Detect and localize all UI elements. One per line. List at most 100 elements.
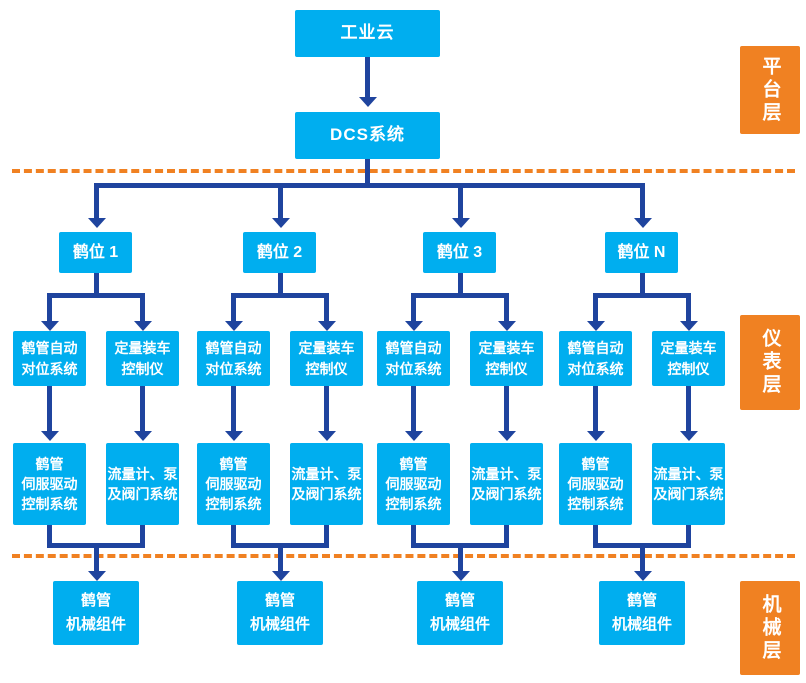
node-label-line: 对位系统 <box>567 360 624 377</box>
node-servo-drive-control-system: 鹤管 伺服驱动 控制系统 <box>197 443 270 525</box>
arrow-down-icon <box>324 293 329 321</box>
node-label-line: 鹤管 <box>80 592 111 609</box>
node-label-line: 伺服驱动 <box>21 475 78 492</box>
node-label-line: 鹤管 <box>444 592 475 609</box>
node-label-line: 伺服驱动 <box>205 475 262 492</box>
node-label-line: 鹤管 <box>35 455 64 472</box>
node-label-line: 鹤管 <box>581 455 610 472</box>
node-label-line: 鹤管 <box>219 455 248 472</box>
arrow-down-icon <box>231 386 236 431</box>
node-label-line: 控制仪 <box>305 360 348 377</box>
connector-line <box>47 543 145 548</box>
arrow-down-icon <box>458 548 463 571</box>
node-label-line: 鹤管自动 <box>385 340 442 357</box>
connector-line <box>504 525 509 548</box>
node-label-line: 鹤管 <box>399 455 428 472</box>
node-arm-alignment-system: 鹤管自动 对位系统 <box>559 331 632 386</box>
layer-label-platform: 平台层 <box>740 46 800 134</box>
layer-label-mechanical: 机械层 <box>740 581 800 675</box>
node-quantitative-loading-controller: 定量装车 控制仪 <box>106 331 179 386</box>
connector-line <box>47 525 52 548</box>
connector-line <box>593 525 598 548</box>
node-crane-position-n: 鹤位 N <box>605 232 678 273</box>
node-crane-position-1: 鹤位 1 <box>59 232 132 273</box>
node-label-line: 定量装车 <box>478 340 535 357</box>
arrow-down-icon <box>231 293 236 321</box>
node-crane-position-2: 鹤位 2 <box>243 232 316 273</box>
connector-line <box>324 525 329 548</box>
node-label-line: 机械组件 <box>65 616 126 633</box>
arrow-down-icon <box>686 386 691 431</box>
arrow-down-icon <box>140 293 145 321</box>
group-crane-position-1: 鹤位 1 鹤管自动 对位系统 定量装车 控制仪 鹤管 伺服驱动 控制系统 流量计… <box>0 232 192 645</box>
arrow-down-icon <box>140 386 145 431</box>
node-label-line: 控制系统 <box>21 496 78 513</box>
connector-line <box>411 525 416 548</box>
node-quantitative-loading-controller: 定量装车 控制仪 <box>470 331 543 386</box>
platform-layer-separator <box>12 169 795 173</box>
node-label-line: 流量计、泵 <box>107 465 178 482</box>
node-arm-alignment-system: 鹤管自动 对位系统 <box>197 331 270 386</box>
node-arm-mechanical-components: 鹤管 机械组件 <box>599 581 685 645</box>
node-label-line: 伺服驱动 <box>385 475 442 492</box>
node-label-line: 流量计、泵 <box>291 465 362 482</box>
node-industrial-cloud: 工业云 <box>295 10 440 57</box>
node-label-line: 机械组件 <box>249 616 310 633</box>
group-crane-position-2: 鹤位 2 鹤管自动 对位系统 定量装车 控制仪 鹤管 伺服驱动 控制系统 流量计… <box>184 232 376 645</box>
arrow-down-icon <box>593 386 598 431</box>
node-label-line: 鹤管自动 <box>21 340 78 357</box>
node-label-line: 控制系统 <box>567 496 624 513</box>
arrow-down-icon <box>640 548 645 571</box>
arrow-down-icon <box>686 293 691 321</box>
group-crane-position-n: 鹤位 N 鹤管自动 对位系统 定量装车 控制仪 鹤管 伺服驱动 控制系统 流量计… <box>546 232 738 645</box>
arrow-down-icon <box>47 386 52 431</box>
node-label-line: 及阀门系统 <box>471 486 542 502</box>
node-arm-mechanical-components: 鹤管 机械组件 <box>237 581 323 645</box>
instrument-layer-separator <box>12 554 795 558</box>
arrow-down-icon <box>324 386 329 431</box>
node-label-line: 伺服驱动 <box>567 475 624 492</box>
node-label-line: 及阀门系统 <box>107 486 178 502</box>
node-label-line: 定量装车 <box>114 340 171 357</box>
node-label-line: 控制系统 <box>385 496 442 513</box>
connector-line <box>593 293 691 298</box>
connector-line <box>140 525 145 548</box>
arrow-down-icon <box>365 57 370 97</box>
node-servo-drive-control-system: 鹤管 伺服驱动 控制系统 <box>559 443 632 525</box>
connector-line <box>365 159 370 185</box>
node-label-line: 控制仪 <box>121 360 164 377</box>
connector-line <box>278 273 283 295</box>
arrow-down-icon <box>278 548 283 571</box>
node-label-line: 对位系统 <box>21 360 78 377</box>
node-flow-pump-valve-system: 流量计、泵 及阀门系统 <box>290 443 363 525</box>
connector-line <box>94 183 645 188</box>
connector-line <box>94 273 99 295</box>
arrow-down-icon <box>278 183 283 218</box>
arrow-down-icon <box>504 386 509 431</box>
node-label-line: 定量装车 <box>660 340 717 357</box>
arrow-down-icon <box>593 293 598 321</box>
connector-line <box>411 293 509 298</box>
node-label-line: 控制系统 <box>205 496 262 513</box>
arrow-down-icon <box>458 183 463 218</box>
node-label-line: 对位系统 <box>205 360 262 377</box>
connector-line <box>231 525 236 548</box>
node-label-line: 定量装车 <box>298 340 355 357</box>
connector-line <box>411 543 509 548</box>
node-label-line: 对位系统 <box>385 360 442 377</box>
arrow-down-icon <box>640 183 645 218</box>
arrow-down-icon <box>47 293 52 321</box>
arrow-down-icon <box>411 293 416 321</box>
node-label-line: 鹤管 <box>626 592 657 609</box>
connector-line <box>640 273 645 295</box>
connector-line <box>47 293 145 298</box>
node-label-line: 鹤管 <box>264 592 295 609</box>
arrow-down-icon <box>94 548 99 571</box>
node-label-line: 机械组件 <box>429 616 490 633</box>
node-arm-alignment-system: 鹤管自动 对位系统 <box>377 331 450 386</box>
node-quantitative-loading-controller: 定量装车 控制仪 <box>290 331 363 386</box>
arrow-down-icon <box>504 293 509 321</box>
node-label-line: 流量计、泵 <box>653 465 724 482</box>
node-label-line: 流量计、泵 <box>471 465 542 482</box>
